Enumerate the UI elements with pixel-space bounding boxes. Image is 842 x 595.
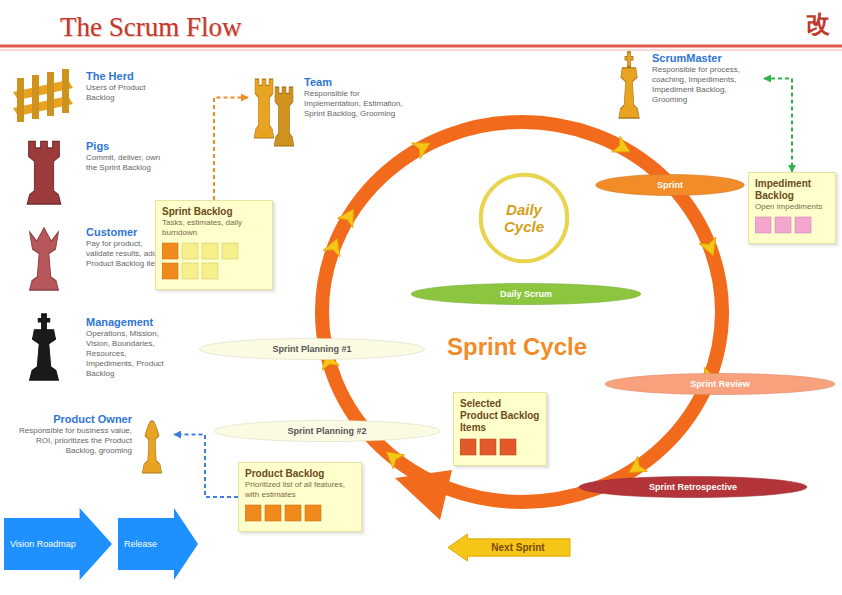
flow-connector xyxy=(764,79,792,173)
node-heading: Product Owner xyxy=(8,413,132,426)
backlog-box: Selected Product Backlog Items xyxy=(453,392,547,466)
role-entry: TeamResponsible for Implementation, Esti… xyxy=(248,76,416,119)
chess-piece-icon xyxy=(254,79,274,138)
node-heading: Daily Scrum xyxy=(432,288,620,300)
sticky-notes xyxy=(245,504,349,524)
role-entry: Product OwnerResponsible for business va… xyxy=(8,413,174,456)
flow-chevron xyxy=(699,237,722,258)
node-body: Tasks, estimates, daily burndown xyxy=(162,218,266,238)
arrow-shape: Vision Roadmap xyxy=(4,508,112,580)
title-rule xyxy=(0,50,842,51)
flow-chevron xyxy=(323,235,346,256)
node-heading: Next Sprint xyxy=(491,542,544,553)
diagram-title: The Scrum Flow xyxy=(60,12,242,43)
fence-icon xyxy=(13,69,73,122)
node-heading: The Herd xyxy=(86,70,168,83)
role-entry: PigsCommit, deliver, own the Sprint Back… xyxy=(8,140,168,173)
node-heading: Vision Roadmap xyxy=(10,539,76,550)
backlog-box: Product BacklogPrioritized list of all f… xyxy=(238,462,362,532)
chess-piece-icon xyxy=(619,52,639,118)
meeting-band: Sprint Review xyxy=(604,373,836,395)
meeting-band: Sprint Retrospective xyxy=(578,476,808,498)
cycle-label: Sprint Cycle xyxy=(447,333,587,361)
arrow-shape: Release xyxy=(118,508,198,580)
node-heading: Team xyxy=(304,76,416,89)
flow-connector xyxy=(174,435,238,498)
chess-piece-icon xyxy=(274,87,294,146)
node-heading: ScrumMaster xyxy=(652,52,764,65)
node-heading: Sprint Planning #1 xyxy=(220,343,404,355)
role-entry: The HerdUsers of Product Backlog xyxy=(8,70,168,103)
node-body: Operations, Mission, Vision, Boundaries,… xyxy=(86,329,168,379)
node-heading: Selected Product Backlog Items xyxy=(460,398,540,434)
node-heading: Daily Cycle xyxy=(492,201,556,235)
sticky-notes xyxy=(755,216,842,236)
chess-piece-icon xyxy=(30,314,59,380)
node-body: Commit, deliver, own the Sprint Backlog xyxy=(86,153,168,173)
title-rule xyxy=(0,45,842,48)
node-body: Open impediments xyxy=(755,202,829,212)
sticky-notes xyxy=(460,438,564,458)
node-heading: Sprint Planning #2 xyxy=(235,425,419,437)
role-entry: ManagementOperations, Mission, Vision, B… xyxy=(8,316,168,379)
node-heading: Release xyxy=(124,539,157,550)
node-heading: Product Backlog xyxy=(245,468,355,480)
flow-chevron xyxy=(624,456,647,480)
node-heading: Sprint Backlog xyxy=(162,206,266,218)
node-heading: Sprint xyxy=(617,179,723,191)
corner-mark: 改 xyxy=(806,8,830,40)
cycle-circle: Daily Cycle xyxy=(478,172,570,264)
node-body: Prioritized list of all features, with e… xyxy=(245,480,355,500)
flow-chevron xyxy=(412,135,435,158)
chess-piece-icon xyxy=(27,141,61,204)
flow-connector xyxy=(214,98,248,201)
node-body: Responsible for Implementation, Estimati… xyxy=(304,89,416,119)
role-entry: ScrumMasterResponsible for process, coac… xyxy=(612,52,764,105)
node-heading: Management xyxy=(86,316,168,329)
node-body: Responsible for business value, ROI, pri… xyxy=(8,426,132,456)
flow-chevron xyxy=(337,205,361,228)
flow-chevron xyxy=(612,136,635,159)
node-heading: Pigs xyxy=(86,140,168,153)
chess-piece-icon xyxy=(30,228,59,290)
node-heading: Impediment Backlog xyxy=(755,178,829,202)
meeting-band: Sprint Planning #1 xyxy=(198,338,426,360)
meeting-band: Sprint Planning #2 xyxy=(213,420,441,442)
node-body: Users of Product Backlog xyxy=(86,83,168,103)
meeting-band: Sprint xyxy=(595,174,745,196)
node-heading: Sprint Review xyxy=(626,378,814,390)
role-entry: CustomerPay for product, validate result… xyxy=(8,226,168,269)
node-body: Responsible for process, coaching, Imped… xyxy=(652,65,764,105)
chess-piece-icon xyxy=(142,421,161,473)
backlog-box: Impediment BacklogOpen impediments xyxy=(748,172,836,244)
arrow-shape: Next Sprint xyxy=(448,534,570,561)
sticky-notes xyxy=(162,242,266,282)
node-heading: Sprint Retrospective xyxy=(600,481,786,493)
flow-chevron xyxy=(381,445,405,469)
meeting-band: Daily Scrum xyxy=(410,283,642,305)
cycle-arrowhead xyxy=(395,470,452,520)
backlog-box: Sprint BacklogTasks, estimates, daily bu… xyxy=(155,200,273,290)
